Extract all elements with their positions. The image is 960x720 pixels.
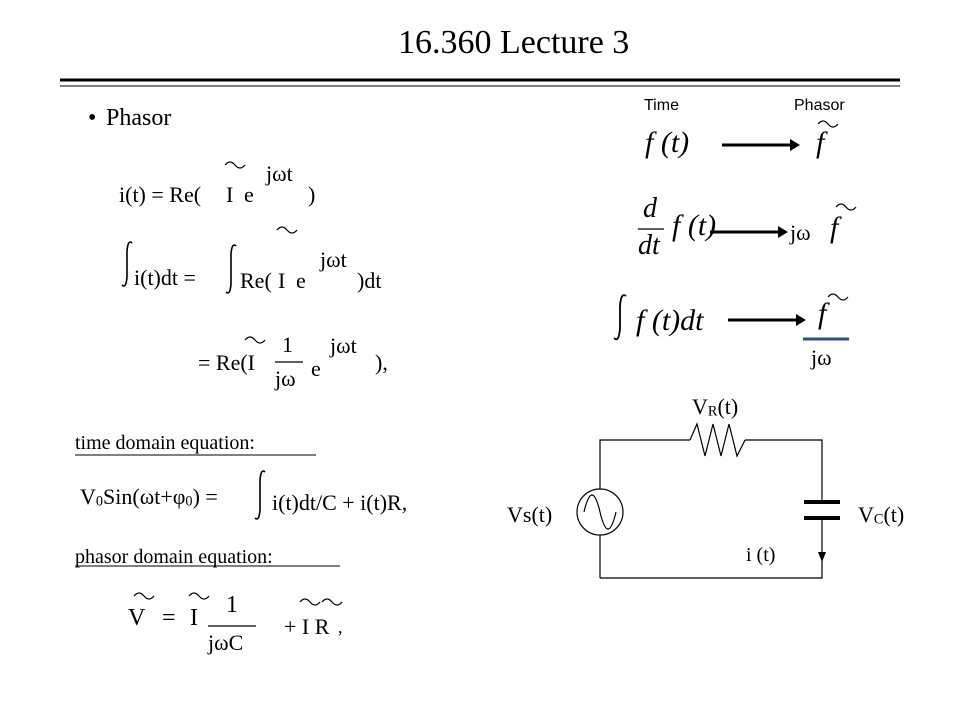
- tilde-pd-R: [321, 598, 343, 606]
- r3-num-f: f: [818, 297, 827, 330]
- current-arrow-head: [818, 552, 826, 562]
- col-time-header: Time: [644, 97, 679, 114]
- r2-den-dt: dt: [638, 230, 660, 261]
- eq1-I: I: [226, 182, 234, 207]
- pd-I: I: [190, 605, 198, 631]
- pd-V: V: [128, 605, 146, 631]
- vr-label: VR(t): [692, 394, 738, 420]
- tilde-r3-f: [827, 293, 849, 301]
- circuit-wire-right-bottom: [600, 520, 823, 579]
- eq1-close: ): [308, 182, 316, 207]
- tilde-eq1-I: [224, 161, 246, 169]
- r2-num-d: d: [643, 193, 657, 224]
- vc-t: (t): [883, 502, 905, 527]
- eq3-close: ),: [375, 350, 388, 375]
- vc-label: VC(t): [858, 502, 904, 528]
- integral-time-domain: [254, 470, 266, 520]
- r1-left-ft: f (t): [645, 126, 690, 159]
- phasor-domain-label: phasor domain equation:: [75, 546, 273, 568]
- eq3-num: 1: [282, 332, 293, 357]
- time-domain-label: time domain equation:: [75, 432, 255, 454]
- page-title: 16.360 Lecture 3: [398, 24, 630, 61]
- eq1-exponent: jωt: [266, 161, 293, 186]
- tilde-pd-V: [133, 592, 155, 600]
- r2-right-jw: jω: [790, 220, 811, 245]
- vc-sub: C: [873, 511, 884, 528]
- tilde-eq3-I: [244, 336, 266, 344]
- td-sub1: 0: [185, 493, 193, 510]
- td-v: V: [80, 484, 96, 509]
- pd-comma: ,: [338, 617, 343, 637]
- integral-r3: [613, 294, 627, 341]
- section-heading: Phasor: [106, 105, 172, 131]
- pd-plus-IR: + I R: [284, 614, 330, 639]
- eq2-lhs: i(t)dt =: [134, 265, 196, 290]
- r2-right-f: f: [830, 211, 839, 244]
- time-domain-rhs: i(t)dt/C + i(t)R,: [272, 490, 408, 515]
- circuit-wire-right-top: [745, 439, 823, 500]
- vr-sub: R: [707, 403, 718, 420]
- td-sub0: 0: [95, 493, 104, 510]
- eq3-exponent: jωt: [330, 333, 357, 358]
- integral-eq2-left: [121, 241, 133, 287]
- r3-left: f (t)dt: [636, 304, 704, 337]
- eq2-close: )dt: [357, 268, 382, 293]
- r2-fn: f (t): [672, 209, 717, 242]
- integral-eq2-right: [225, 244, 237, 294]
- tilde-pd-I2: [299, 598, 321, 606]
- bullet: •: [88, 105, 97, 131]
- eq3-lhs: = Re(I: [198, 350, 255, 375]
- voltage-source-wave: [583, 494, 617, 530]
- eq2-exponent: jωt: [320, 247, 347, 272]
- td-sin: Sin(ωt+φ: [103, 484, 186, 509]
- pd-eq: =: [162, 605, 176, 631]
- eq2-re: Re(: [240, 268, 272, 293]
- eq1-lhs: i(t) = Re(: [119, 182, 202, 207]
- pd-den: jωC: [208, 630, 244, 655]
- arrow-r1-head: [790, 139, 800, 151]
- eq1-e: e: [244, 182, 254, 207]
- eq2-e: e: [296, 268, 306, 293]
- time-domain-lhs: V0Sin(ωt+φ0) =: [80, 484, 218, 510]
- vc-v: V: [858, 502, 874, 527]
- col-phasor-header: Phasor: [794, 97, 845, 114]
- eq3-den: jω: [275, 366, 296, 391]
- arrow-r2-head: [778, 226, 788, 238]
- tilde-r2-f: [835, 203, 857, 211]
- td-end: ) =: [192, 484, 218, 509]
- eq3-e: e: [311, 356, 321, 381]
- arrow-r3-head: [796, 314, 806, 326]
- vr-v: V: [692, 394, 708, 419]
- r3-den-jw: jω: [811, 345, 832, 370]
- vr-t: (t): [717, 394, 739, 419]
- tilde-r1-f: [817, 120, 839, 128]
- resistor: [689, 422, 746, 458]
- tilde-eq2-I: [276, 226, 298, 234]
- eq2-I: I: [278, 268, 286, 293]
- current-label: i (t): [746, 544, 776, 566]
- vs-label: Vs(t): [507, 502, 553, 527]
- circuit: [576, 422, 840, 579]
- r1-right-f: f: [816, 126, 825, 159]
- tilde-pd-I: [188, 592, 210, 600]
- pd-num: 1: [226, 592, 238, 618]
